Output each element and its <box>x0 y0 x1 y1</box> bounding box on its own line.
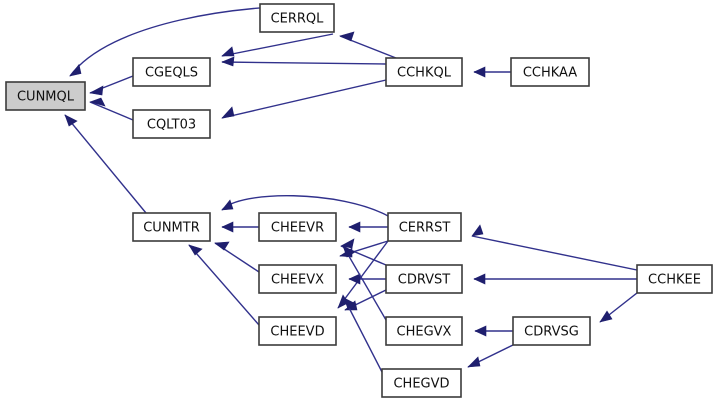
edge-cunmtr-to-cunmql <box>64 114 147 214</box>
arrowhead-icon <box>342 245 356 258</box>
edge-cchkql-to-cerrql <box>339 31 397 59</box>
edge-path <box>342 245 387 321</box>
node-box[interactable] <box>5 81 86 111</box>
node-box[interactable] <box>381 368 462 398</box>
arrowhead-icon <box>221 56 235 67</box>
arrowhead-icon <box>89 85 104 96</box>
node-cerrst[interactable]: CERRST <box>387 212 462 242</box>
edge-path <box>64 114 147 214</box>
node-cdrvst[interactable]: CDRVST <box>385 264 463 294</box>
edge-chegvd-to-cheevx <box>343 297 383 373</box>
node-box[interactable] <box>258 264 337 294</box>
edge-cchkee-to-cerrst <box>471 224 638 271</box>
edge-cheevd-to-cunmtr <box>188 244 260 326</box>
node-box[interactable] <box>132 212 211 242</box>
node-chegvd[interactable]: CHEGVD <box>381 368 462 398</box>
arrowhead-icon <box>471 224 484 237</box>
edge-cdrvsg-to-chegvd <box>467 344 514 368</box>
node-cqlt03[interactable]: CQLT03 <box>132 109 211 139</box>
arrowhead-icon <box>69 63 82 77</box>
edge-path <box>343 297 383 373</box>
arrowhead-icon <box>221 221 234 233</box>
node-cdrvsg[interactable]: CDRVSG <box>512 316 591 346</box>
edge-cheevx-to-cunmtr <box>214 241 260 273</box>
arrowhead-icon <box>221 46 235 57</box>
edge-cdrvst-to-cheevx <box>348 273 386 285</box>
arrowhead-icon <box>473 66 486 78</box>
node-cheevx[interactable]: CHEEVX <box>258 264 337 294</box>
edge-cerrst-to-cheevr <box>348 221 388 233</box>
arrowhead-icon <box>474 325 487 337</box>
edge-cqlt03-to-cunmql <box>89 97 134 121</box>
edge-cchkee-to-cdrvsg <box>599 292 638 323</box>
node-box[interactable] <box>258 316 337 346</box>
edge-path <box>337 240 389 309</box>
edge-path <box>188 244 260 326</box>
arrowhead-icon <box>188 244 203 256</box>
node-cheevr[interactable]: CHEEVR <box>258 212 337 242</box>
edge-chegvx-to-cheevr <box>342 245 387 321</box>
arrowhead-icon <box>221 106 235 119</box>
edge-path <box>221 33 334 57</box>
arrowhead-icon <box>214 241 230 251</box>
node-cunmql[interactable]: CUNMQL <box>5 81 86 111</box>
edge-path <box>89 101 134 121</box>
arrowhead-icon <box>89 97 106 107</box>
node-cchkaa[interactable]: CCHKAA <box>510 57 590 87</box>
node-cheevd[interactable]: CHEEVD <box>258 316 337 346</box>
arrowhead-icon <box>348 273 361 285</box>
arrowhead-icon <box>221 199 234 211</box>
arrowhead-icon <box>473 273 486 285</box>
node-box[interactable] <box>512 316 591 346</box>
node-box[interactable] <box>387 212 462 242</box>
edge-cdrvsg-to-chegvx <box>474 325 513 337</box>
node-box[interactable] <box>510 57 590 87</box>
arrowhead-icon <box>348 221 361 233</box>
edge-cgeqls-to-cunmql <box>89 75 134 96</box>
edge-cchkee-to-cdrvst <box>473 273 637 285</box>
node-box[interactable] <box>132 57 211 87</box>
node-cgeqls[interactable]: CGEQLS <box>132 57 211 87</box>
edge-cchkql-to-cgeqls <box>221 56 387 67</box>
node-box[interactable] <box>259 3 335 33</box>
node-chegvx[interactable]: CHEGVX <box>385 316 463 346</box>
node-cchkee[interactable]: CCHKEE <box>636 264 713 294</box>
edge-path <box>221 79 387 119</box>
arrowhead-icon <box>599 310 613 323</box>
arrowhead-icon <box>64 114 78 127</box>
arrowhead-icon <box>340 238 355 249</box>
edge-path <box>471 235 638 271</box>
node-cerrql[interactable]: CERRQL <box>259 3 335 33</box>
node-box[interactable] <box>636 264 713 294</box>
edges-layer <box>64 5 638 373</box>
edge-cchkaa-to-cchkql <box>473 66 511 78</box>
node-cunmtr[interactable]: CUNMTR <box>132 212 211 242</box>
arrowhead-icon <box>339 31 355 42</box>
arrowhead-icon <box>467 356 481 368</box>
node-box[interactable] <box>385 57 463 87</box>
node-box[interactable] <box>385 264 463 294</box>
node-cchkql[interactable]: CCHKQL <box>385 57 463 87</box>
arrowhead-icon <box>343 297 357 310</box>
edge-cerrst-to-cunmtr <box>221 195 389 217</box>
edge-cerrql-to-cgeqls <box>221 33 334 57</box>
nodes-layer: CUNMQL CERRQL CGEQLS CQLT03 CCHKQL CCHKAA CUNM… <box>5 3 713 398</box>
edge-path <box>221 61 387 65</box>
edge-cchkql-to-cqlt03 <box>221 79 387 119</box>
node-box[interactable] <box>132 109 211 139</box>
edge-cheevr-to-cunmtr <box>221 221 259 233</box>
edge-path <box>221 195 389 217</box>
node-box[interactable] <box>258 212 337 242</box>
node-box[interactable] <box>385 316 463 346</box>
